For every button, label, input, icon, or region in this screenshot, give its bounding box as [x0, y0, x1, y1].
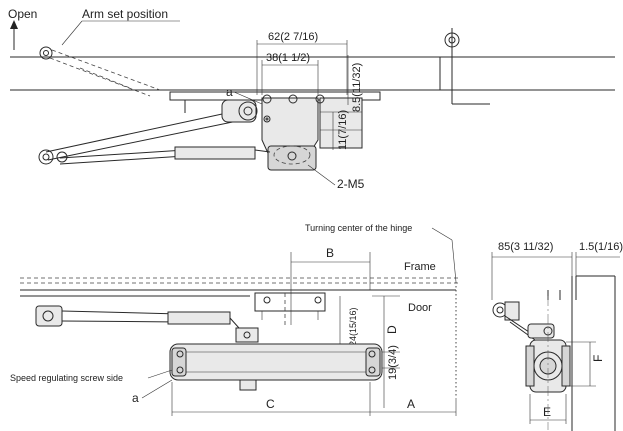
dim-1-5: 1.5(1/16)	[575, 241, 623, 290]
top-hinge	[444, 28, 490, 105]
dim-85-side-label: 85(3 11/32)	[498, 241, 553, 253]
frame-label: Frame	[404, 261, 436, 273]
m5-label: 2-M5	[337, 177, 365, 191]
top-closer-body	[261, 97, 319, 171]
turning-center-label: Turning center of the hinge	[305, 223, 412, 233]
dim-b-label: B	[326, 246, 334, 260]
dim-d-label: D	[385, 325, 399, 334]
dim-38: 38(1 1/2)	[261, 52, 319, 95]
mark-a-top: a	[226, 85, 233, 99]
top-main-arm	[38, 99, 271, 165]
dim-62-label: 62(2 7/16)	[268, 31, 318, 43]
dim-8-5: 8.5(11/32)	[347, 55, 363, 112]
dim-f: F	[566, 341, 605, 387]
arm-set-position-ghost	[39, 46, 161, 97]
side-closer-body	[525, 339, 571, 393]
dim-e-label: E	[543, 405, 551, 419]
dim-c-label: C	[266, 397, 275, 411]
top-screw-holes	[262, 94, 325, 123]
front-view: Turning center of the hinge Frame Door B	[10, 223, 460, 416]
dim-38-label: 38(1 1/2)	[266, 52, 310, 64]
dim-e: E	[529, 394, 567, 424]
side-arm	[492, 301, 555, 341]
dim-62: 62(2 7/16)	[256, 31, 348, 95]
mark-a-bottom: a	[132, 391, 139, 405]
dim-19-label: 19(3/4)	[387, 345, 399, 380]
front-closer-body	[169, 343, 383, 391]
dim-b: B	[290, 246, 371, 325]
side-view: 85(3 11/32) 1.5(1/16)	[491, 241, 623, 431]
dim-a-label: A	[407, 397, 415, 411]
door-label: Door	[408, 302, 432, 314]
top-bracket	[169, 91, 381, 149]
front-arm	[35, 305, 259, 343]
dim-19: 19(3/4)	[380, 345, 400, 380]
arm-set-position-label: Arm set position	[82, 7, 168, 21]
dim-1-5-label: 1.5(1/16)	[579, 241, 623, 253]
dim-c-a: C A	[171, 382, 457, 416]
dim-8-5-label: 8.5(11/32)	[351, 63, 363, 112]
top-view: Open Arm set position	[8, 7, 615, 191]
dim-11-label: 11(7/16)	[337, 110, 349, 150]
open-arrow-icon	[10, 20, 18, 50]
front-bracket	[254, 292, 326, 325]
dim-24: 24(15/16)	[339, 296, 358, 346]
dim-f-label: F	[591, 355, 605, 362]
open-label: Open	[8, 7, 37, 21]
dim-85-side: 85(3 11/32)	[491, 241, 573, 300]
dim-11: 11(7/16)	[332, 110, 349, 150]
speed-screw-label: Speed regulating screw side	[10, 373, 123, 383]
dim-24-label: 24(15/16)	[348, 307, 358, 346]
